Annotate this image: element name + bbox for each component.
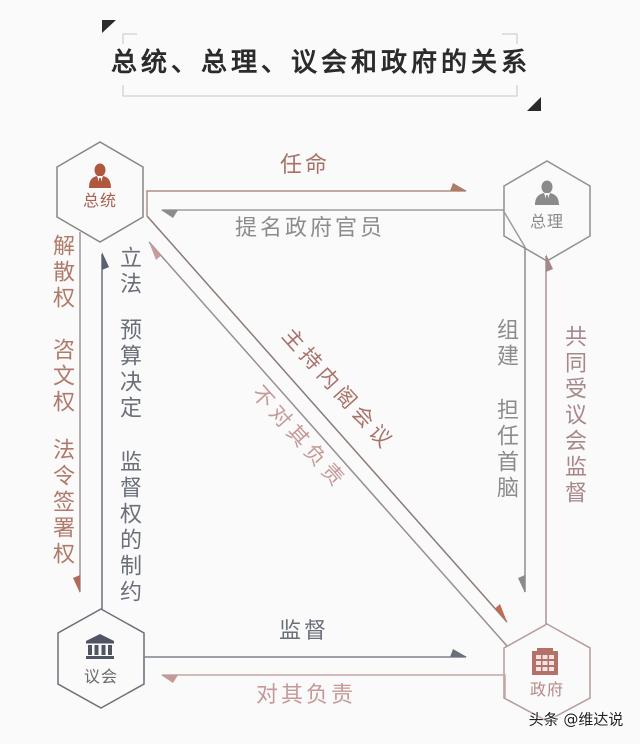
corner-triangle-bottom-right [527, 97, 541, 111]
watermark: 头条 @维达说 [528, 710, 624, 729]
arrowhead-icon [518, 575, 525, 593]
arrow-parliament-to-government [143, 649, 467, 680]
arrowhead-icon [450, 183, 467, 191]
government-label: 政府 [529, 680, 565, 699]
person-icon [535, 180, 559, 205]
arrow-president-to-parliament [73, 232, 81, 593]
premier-hexagon [503, 160, 591, 262]
office-building-icon [532, 648, 558, 675]
title-frame [102, 20, 541, 111]
bracket-top-left [122, 33, 137, 44]
supervise-label: 监督 [278, 619, 330, 644]
serve-as-head-label: 担任首脑 [493, 398, 518, 502]
legislation-label: 立法 [116, 246, 141, 298]
arrowhead-icon [73, 575, 80, 593]
form-government-label: 组建 [493, 318, 518, 370]
appoint-label: 任命 [279, 153, 331, 178]
nominate-officials-label: 提名政府官员 [234, 216, 386, 241]
joint-parliament-oversight-label: 共同受议会监督 [561, 325, 586, 507]
arrowhead-icon [149, 242, 161, 260]
arrowhead-icon [546, 254, 553, 272]
page-title: 总统、总理、议会和政府的关系 [110, 48, 532, 78]
bracket-bottom [122, 85, 518, 97]
budget-decision-label: 预算决定 [116, 318, 141, 422]
responsible-to-label: 对其负责 [255, 683, 357, 708]
arrow-president-to-government [146, 215, 508, 623]
president-label: 总统 [82, 191, 118, 210]
arrowhead-icon [161, 210, 178, 218]
arrow-parliament-to-president [101, 252, 109, 609]
person-icon [89, 163, 111, 188]
arrow-premier-to-government [518, 247, 526, 593]
arrow-government-to-premier [545, 254, 553, 624]
arrowhead-icon [102, 252, 109, 270]
parliament-building-icon [86, 634, 114, 659]
arrowhead-icon [161, 675, 178, 683]
dissolution-power-label: 解散权 [49, 234, 74, 312]
oversight-check-label: 监督权的制约 [116, 450, 141, 606]
arrow-government-to-president [148, 241, 508, 647]
bracket-top-right [502, 33, 518, 44]
president-hexagon [56, 141, 144, 243]
arrowhead-icon [450, 649, 467, 657]
arrow-premier-to-president [161, 209, 526, 248]
premier-label: 总理 [529, 212, 565, 231]
parliament-hexagon [57, 608, 145, 709]
message-power-label: 咨文权 [49, 338, 74, 416]
arrowhead-icon [495, 604, 507, 622]
government-hexagon [503, 623, 591, 722]
corner-triangle-top-left [102, 20, 116, 33]
decree-signing-power-label: 法令签署权 [49, 438, 74, 568]
arrow-government-to-parliament [161, 674, 506, 698]
arrow-president-to-premier [146, 183, 467, 216]
parliament-label: 议会 [83, 667, 119, 686]
